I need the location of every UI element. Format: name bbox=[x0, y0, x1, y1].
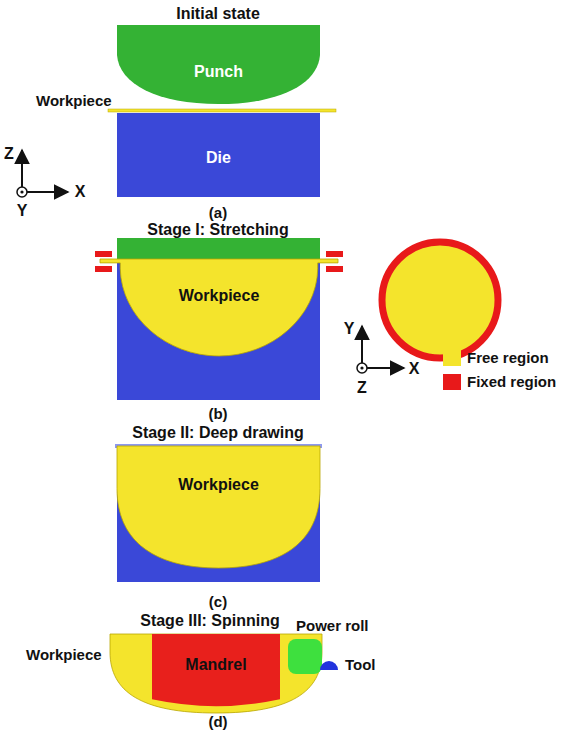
workpiece-node: Workpiece bbox=[117, 446, 320, 568]
sheet-blank bbox=[108, 109, 336, 112]
clamp bbox=[326, 266, 343, 272]
workpiece-shape bbox=[100, 259, 338, 356]
power-roll bbox=[288, 639, 322, 674]
clamp bbox=[95, 266, 112, 272]
axis-y bbox=[17, 187, 27, 197]
part-name: Tool bbox=[345, 656, 376, 673]
legend-swatch bbox=[443, 374, 461, 390]
legend-entry: Fixed region bbox=[443, 373, 556, 390]
punch bbox=[117, 238, 320, 260]
workpiece-shape bbox=[117, 446, 320, 568]
axis-x bbox=[362, 367, 404, 369]
workpiece-shape bbox=[117, 446, 320, 568]
tool bbox=[320, 661, 338, 670]
axis-y-dot bbox=[20, 190, 23, 193]
panel-label: (a) bbox=[209, 204, 227, 221]
node-label: Workpiece bbox=[179, 287, 260, 305]
blank-top-view bbox=[382, 242, 498, 358]
axis-label: Y bbox=[17, 202, 28, 220]
panel-label: (d) bbox=[208, 713, 227, 730]
node-label: Punch bbox=[194, 63, 243, 81]
axis-label: Z bbox=[357, 379, 367, 397]
workpiece-shape bbox=[100, 259, 338, 356]
node-label: Die bbox=[206, 149, 231, 167]
axis-label: Y bbox=[344, 320, 355, 338]
axis-label: X bbox=[75, 183, 86, 201]
node-label: Mandrel bbox=[185, 656, 246, 674]
axis-y bbox=[361, 326, 363, 368]
part-name: Workpiece bbox=[36, 92, 112, 109]
axis-z-dot bbox=[360, 366, 363, 369]
legend-label: Free region bbox=[467, 349, 549, 366]
stage-title: Initial state bbox=[176, 5, 260, 23]
stage-title: Stage II: Deep drawing bbox=[132, 424, 304, 442]
die bbox=[117, 446, 320, 582]
node-label: Workpiece bbox=[178, 476, 259, 494]
part-name: Workpiece bbox=[26, 646, 102, 663]
axis-label: X bbox=[409, 360, 420, 378]
axis-z bbox=[357, 363, 367, 373]
punch-shape bbox=[117, 25, 320, 104]
workpiece-spun bbox=[110, 634, 322, 713]
die-shape bbox=[117, 113, 320, 197]
mandrel-node: Mandrel bbox=[152, 634, 280, 710]
axis-x bbox=[22, 191, 68, 193]
legend-entry: Free region bbox=[443, 349, 549, 366]
panel-label: (b) bbox=[208, 405, 227, 422]
mandrel-shape bbox=[152, 634, 280, 706]
axis-z bbox=[21, 150, 23, 192]
workpiece-node: Workpiece bbox=[100, 259, 338, 356]
stage-title: Stage I: Stretching bbox=[147, 221, 288, 239]
part-name: Power roll bbox=[296, 617, 369, 634]
panel-label: (c) bbox=[209, 593, 227, 610]
die-node: Die bbox=[117, 113, 320, 197]
stage-title: Stage III: Spinning bbox=[140, 612, 280, 630]
punch-node: Punch bbox=[117, 25, 320, 104]
axis-label: Z bbox=[4, 145, 14, 163]
clamp bbox=[326, 251, 343, 257]
legend-swatch bbox=[443, 350, 461, 366]
clamp bbox=[95, 251, 112, 257]
legend-label: Fixed region bbox=[467, 373, 556, 390]
